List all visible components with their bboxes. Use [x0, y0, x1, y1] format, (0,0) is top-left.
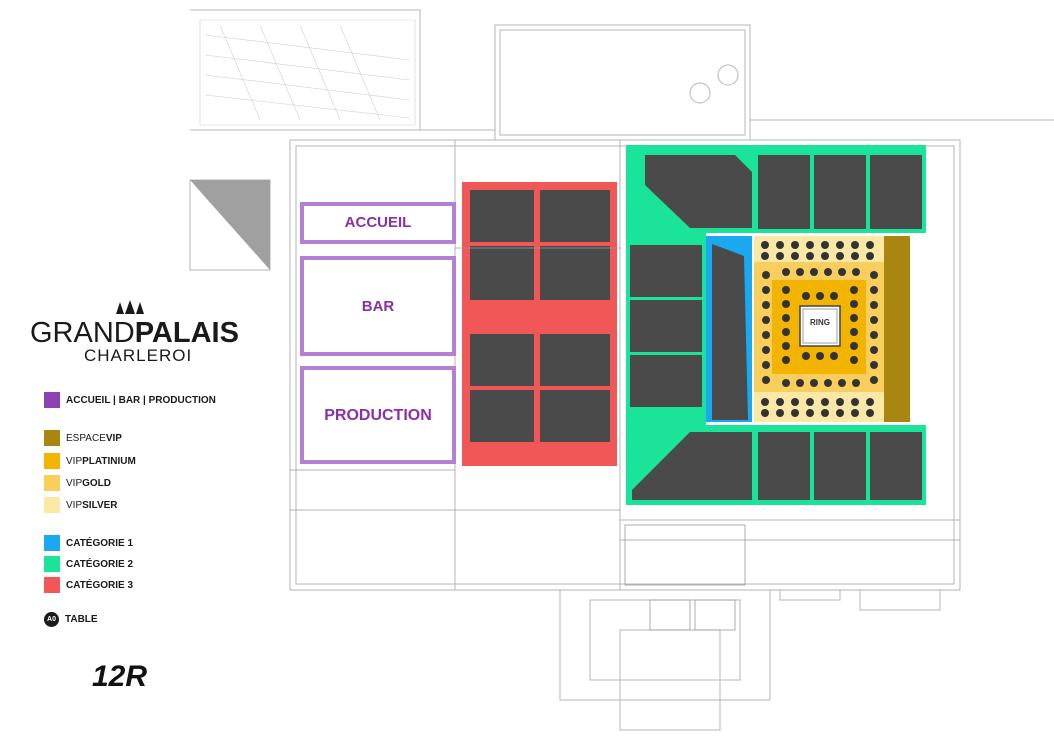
swatch-espace-vip — [44, 430, 60, 446]
vip-zone — [754, 236, 910, 422]
legend-item-production: ACCUEIL | BAR | PRODUCTION — [44, 392, 216, 408]
legend-label: PLATINIUM — [82, 455, 136, 467]
crown-icon — [116, 300, 144, 314]
swatch-categorie-1 — [44, 535, 60, 551]
categorie-2-zone — [626, 145, 926, 505]
swatch-vip-silver — [44, 497, 60, 513]
ring-label: RING — [810, 318, 830, 327]
swatch-vip-gold — [44, 475, 60, 491]
legend-label: CATÉGORIE 3 — [66, 579, 134, 591]
legend-item-categorie-3: CATÉGORIE 3 — [44, 577, 133, 593]
brand-logo: 12R — [92, 660, 148, 693]
categorie-3-zone — [462, 182, 617, 466]
plan-details — [290, 247, 960, 631]
venue-city: CHARLEROI — [84, 346, 193, 365]
venue-title: GRANDPALAIS — [30, 318, 239, 348]
legend-label: CATÉGORIE 2 — [66, 558, 134, 570]
swatch-categorie-2 — [44, 556, 60, 572]
legend-label: GOLD — [82, 477, 112, 489]
legend-label: VIP — [105, 432, 122, 444]
table-badge-icon: A0 — [44, 611, 59, 627]
legend-label: TABLE — [65, 613, 98, 625]
production-zone — [300, 202, 456, 464]
legend-label-light: VIP — [66, 499, 83, 511]
swatch-categorie-3 — [44, 577, 60, 593]
legend-item-table: A0 TABLE — [44, 611, 98, 627]
legend-item-categorie-1: CATÉGORIE 1 — [44, 535, 133, 551]
swatch-production — [44, 392, 60, 408]
legend-item-espace-vip: ESPACE VIP — [44, 430, 122, 446]
venue-name-light: GRAND — [30, 317, 135, 349]
terrain-hatch — [190, 19, 416, 270]
legend-item-vip-gold: VIP GOLD — [44, 475, 111, 491]
legend-label-light: VIP — [66, 477, 83, 489]
legend-label-light: VIP — [66, 455, 83, 467]
room-accueil: ACCUEIL — [344, 214, 412, 231]
vip-tables — [761, 241, 878, 417]
legend-item-vip-platinium: VIP PLATINIUM — [44, 453, 136, 469]
venue-name-bold: PALAIS — [134, 317, 239, 349]
room-production: PRODUCTION — [324, 407, 432, 424]
room-bar: BAR — [361, 298, 395, 315]
legend-label: CATÉGORIE 1 — [66, 537, 134, 549]
legend-label: SILVER — [82, 499, 118, 511]
legend-item-categorie-2: CATÉGORIE 2 — [44, 556, 133, 572]
legend-item-vip-silver: VIP SILVER — [44, 497, 118, 513]
swatch-vip-platinium — [44, 453, 60, 469]
legend-label: ACCUEIL | BAR | PRODUCTION — [66, 394, 216, 406]
legend-label-light: ESPACE — [66, 432, 106, 444]
categorie-1-zone — [706, 236, 752, 422]
